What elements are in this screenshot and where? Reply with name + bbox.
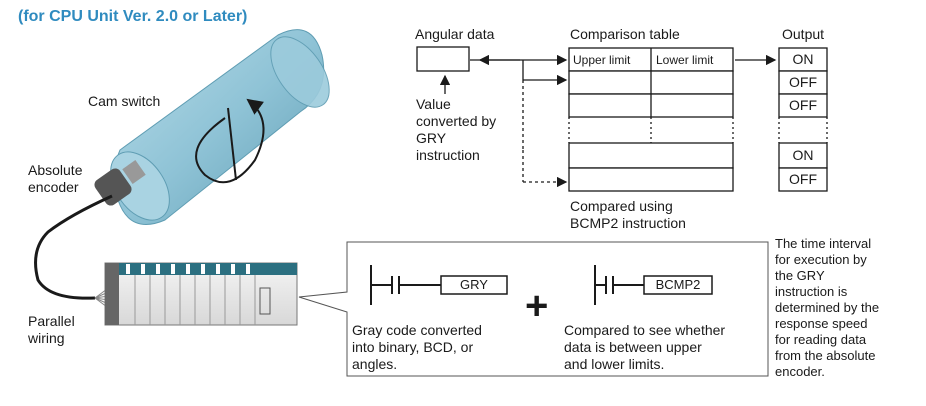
rotation-arrow <box>195 98 265 184</box>
cam-switch-label: Cam switch <box>88 93 161 109</box>
output-value: OFF <box>789 171 817 187</box>
comparison-table-label: Comparison table <box>570 26 680 42</box>
gry-description: Gray code converted into binary, BCD, or… <box>352 322 482 372</box>
plc-rack <box>104 262 298 326</box>
output-value: ON <box>792 147 814 163</box>
flow-arrows <box>439 54 777 188</box>
absolute-encoder-icon <box>94 160 146 206</box>
output-column <box>778 47 828 192</box>
gry-instruction-label: GRY <box>460 277 488 292</box>
encoder-cable <box>34 194 113 300</box>
bcmp2-instruction-label: BCMP2 <box>655 277 701 292</box>
upper-limit-header: Upper limit <box>573 53 631 67</box>
page-title: (for CPU Unit Ver. 2.0 or Later) <box>18 8 248 25</box>
output-value: OFF <box>789 74 817 90</box>
output-value: ON <box>792 51 814 67</box>
ladder-gry <box>370 265 508 305</box>
cam-switch-cylinder <box>110 29 330 225</box>
compared-using-label: Compared using BCMP2 instruction <box>570 198 686 231</box>
absolute-encoder-label: Absolute encoder <box>28 162 83 195</box>
rotation-axis-line <box>227 107 237 181</box>
parallel-wiring-label: Parallel wiring <box>28 313 75 346</box>
value-converted-label: Value converted by GRY instruction <box>416 96 497 163</box>
output-value: OFF <box>789 97 817 113</box>
plus-icon: + <box>525 284 549 328</box>
angular-data-label: Angular data <box>415 26 495 42</box>
lower-limit-header: Lower limit <box>656 53 714 67</box>
output-label: Output <box>782 26 825 42</box>
ladder-bcmp2 <box>594 265 713 305</box>
bcmp2-description: Compared to see whether data is between … <box>564 322 726 372</box>
angular-data-box <box>416 46 470 72</box>
timing-note: The time interval for execution by the G… <box>775 236 880 379</box>
comparison-table <box>568 47 734 192</box>
